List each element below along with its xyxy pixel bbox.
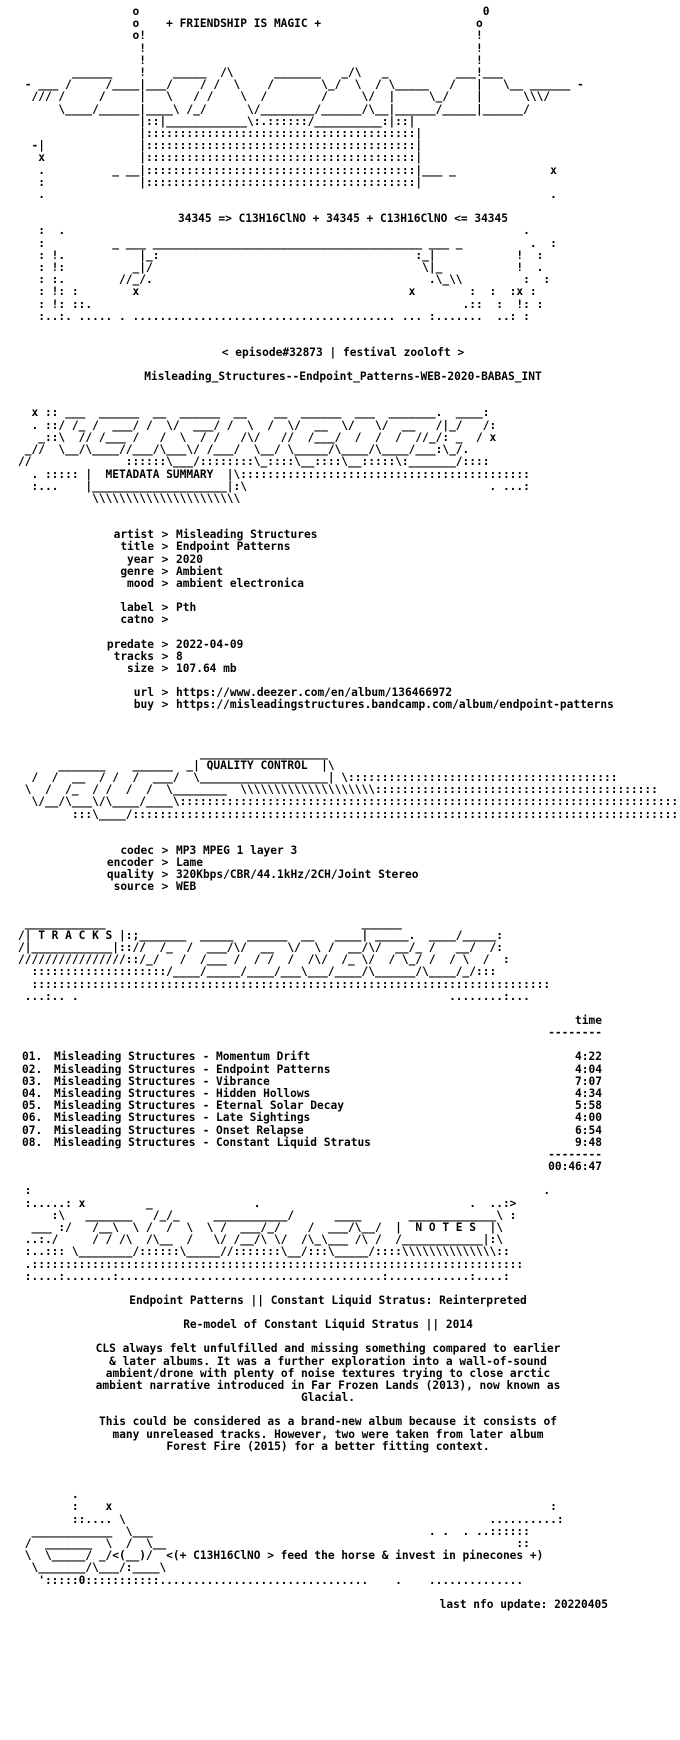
quality-banner: ___________________ _______ ______ _| QU… (24, 746, 680, 821)
track-row: 08.Misleading Structures-Constant Liquid… (22, 1135, 602, 1149)
notes-paragraph-2: This could be considered as a brand-new … (98, 1415, 557, 1453)
tracks-banner: ____________ ______ /| T R A C K S |:;__… (18, 916, 551, 1003)
meta-row-artist: artist>Misleading Structures (113, 528, 318, 542)
time-rule: -------- (548, 1026, 602, 1040)
notes-subtitle-1: Endpoint Patterns || Constant Liquid Str… (129, 1294, 527, 1308)
track-row: 05.Misleading Structures-Eternal Solar D… (22, 1099, 602, 1113)
nfo-document: o 0 o + FRIENDSHIP IS MAGIC + o o! ! (18, 5, 680, 1611)
metadata-list: artist>Misleading Structures title>Endpo… (64, 528, 668, 711)
buy-link[interactable]: https://misleadingstructures.bandcamp.co… (176, 698, 614, 712)
time-header: time (575, 1014, 602, 1027)
header-ascii-art: o 0 o + FRIENDSHIP IS MAGIC + o o! ! (24, 5, 584, 202)
tracklist: time -------- 01.Misleading Structures-M… (22, 1014, 602, 1174)
quality-list: codec>MP3 MPEG 1 layer 3 encoder>Lame qu… (64, 843, 668, 894)
notes-section: Endpoint Patterns || Constant Liquid Str… (18, 1294, 638, 1453)
formula-line: 34345 => C13H16ClNO + 34345 + C13H16ClNO… (177, 212, 509, 226)
footer-art: . : x : ::.... \ ..........: ___________… (24, 1488, 564, 1587)
release-name: Misleading_Structures--Endpoint_Patterns… (144, 370, 542, 384)
meta-row-catno: catno> (120, 613, 169, 627)
qc-row-quality: quality>320Kbps/CBR/44.1kHz/2CH/Joint St… (106, 868, 419, 882)
track-row: 02.Misleading Structures-Endpoint Patter… (22, 1062, 602, 1076)
notes-subtitle-2: Re-model of Constant Liquid Stratus || 2… (183, 1318, 473, 1332)
meta-row-buy[interactable]: buy>https://misleadingstructures.bandcam… (64, 699, 668, 711)
url-link[interactable]: https://www.deezer.com/en/album/13646697… (176, 686, 453, 700)
meta-row-mood: mood>ambient electronica (127, 576, 304, 590)
meta-row-year: year>2020 (127, 552, 203, 566)
meta-row-genre: genre>Ambient (120, 564, 224, 578)
meta-row-label: label>Pth (120, 601, 197, 615)
meta-row-url[interactable]: url>https://www.deezer.com/en/album/1364… (64, 686, 668, 700)
qc-row-encoder: encoder>Lame (106, 855, 203, 869)
total-time: 00:46:47 (548, 1160, 602, 1174)
notes-banner: : . :.....: x _ . . ..:> :\ _______ /_/_… (24, 1184, 551, 1283)
notes-paragraph-1: CLS always felt unfulfilled and missing … (95, 1342, 561, 1405)
episode-line: < episode#32873 | festival zooloft > (221, 346, 465, 360)
metadata-banner: x :: ___ ______ __ ______ __ __ ______ _… (18, 406, 530, 505)
last-update: last nfo update: 20220405 (439, 1597, 608, 1611)
header-ascii-art-lower: : . . : _ ___ __________________________… (38, 224, 557, 323)
meta-row-tracks: tracks>8 (113, 649, 183, 663)
meta-row-size: size>107.64 mb (127, 661, 237, 675)
meta-row-title: title>Endpoint Patterns (120, 540, 291, 554)
meta-row-predate: predate>2022-04-09 (106, 637, 244, 651)
qc-row-codec: codec>MP3 MPEG 1 layer 3 (120, 843, 298, 857)
qc-row-source: source>WEB (113, 880, 197, 894)
total-rule: -------- (548, 1148, 602, 1162)
